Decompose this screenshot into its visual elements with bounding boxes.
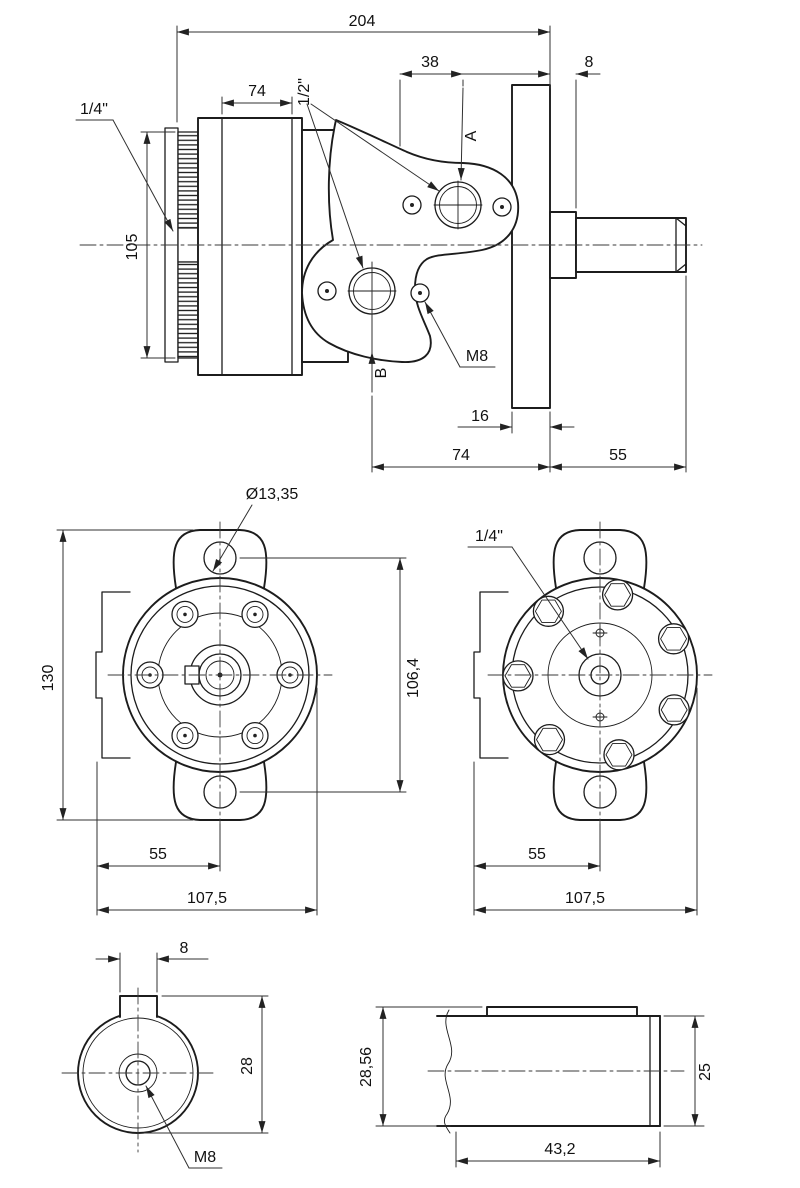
dim-center-offset: 55 [528,846,546,863]
dim-port-offset: 38 [421,54,439,71]
dim-overall-width: 107,5 [187,890,227,907]
body-silhouette [95,591,131,759]
dim-overall-height: 130 [40,665,57,692]
dim-port-size: 1/2" [296,78,313,106]
mounting-flange [301,119,520,363]
dim-shaft-dia: 25 [697,1063,714,1081]
gear-band-bottom [177,261,199,359]
side-view: 204 38 8 A 74 1/2" 1/4" 105 B [75,13,703,473]
front-view: Ø13,35 130 106,4 55 107,5 [40,486,422,916]
dim-shaft-length: 55 [609,447,627,464]
dim-shaft-length: 43,2 [544,1141,575,1158]
dim-body-section: 74 [248,83,266,100]
dim-key-width: 8 [180,940,189,957]
shaft-key [119,995,158,1018]
break-line [444,1009,453,1134]
shaft-end-view: 8 28 M8 [61,940,269,1169]
dim-plate-offset: 8 [585,54,594,71]
dim-body-height: 105 [124,234,141,261]
dim-port-b-offset: 16 [471,408,489,425]
dim-overall-with-key: 28 [239,1057,256,1075]
rear-view: 1/4" 55 107,5 [467,521,713,916]
shaft-key-side [486,1006,638,1017]
dim-overall-width: 107,5 [565,890,605,907]
port-b-label: B [373,368,390,379]
motor-body [197,117,303,376]
gear-band-top [177,131,199,229]
rear-plate [511,84,551,409]
dim-hole-spacing: 106,4 [405,658,422,698]
dim-center-port: 1/4" [475,528,503,545]
dim-mount-to-face: 74 [452,447,470,464]
dim-tab-hole-dia: Ø13,35 [246,486,299,503]
shaft-side-view: 28,56 25 43,2 [358,1006,714,1168]
dim-mount-holes: M8 [466,348,488,365]
dim-center-thread: M8 [194,1149,216,1166]
dim-overall-length: 204 [349,13,376,30]
body-silhouette [473,591,509,759]
dim-center-offset: 55 [149,846,167,863]
dim-drain-port: 1/4" [80,101,108,118]
port-a-label: A [463,130,480,141]
dim-height-over-key: 28,56 [358,1047,375,1087]
